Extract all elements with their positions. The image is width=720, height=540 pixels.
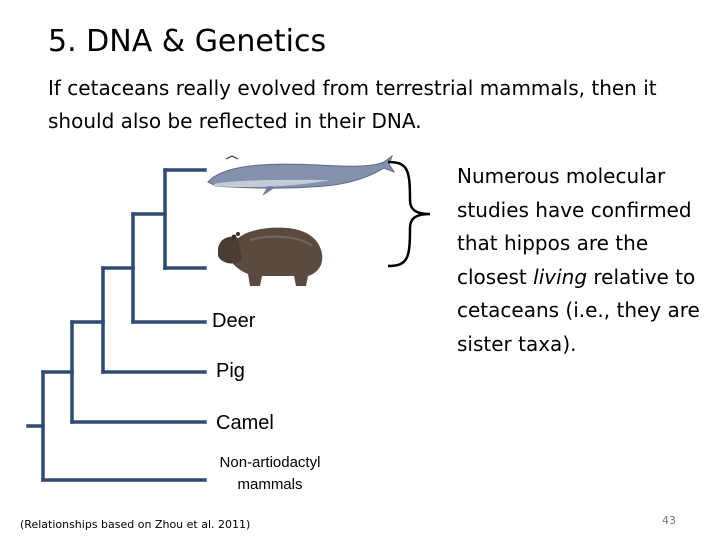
page-number: 43 — [662, 514, 676, 527]
whale-image — [207, 154, 396, 196]
citation: (Relationships based on Zhou et al. 2011… — [20, 518, 251, 531]
taxon-label-camel: Camel — [216, 412, 274, 434]
taxon-label-pig: Pig — [216, 360, 245, 382]
taxon-label-outgroup: Non-artiodactyl mammals — [200, 452, 340, 496]
slide-subtitle: If cetaceans really evolved from terrest… — [48, 76, 657, 133]
tree-branches — [26, 168, 207, 482]
taxon-label-deer: Deer — [212, 310, 256, 332]
slide-title: 5. DNA & Genetics — [48, 24, 327, 59]
callout-emphasis: living — [533, 264, 588, 289]
hippo-image — [218, 227, 323, 286]
callout-text: Numerous molecular studies have confirme… — [457, 160, 712, 361]
sister-taxa-bracket — [387, 160, 431, 268]
taxon-label-outgroup-line2: mammals — [237, 476, 303, 493]
callout-text-part1: Numerous molecular studies have confirme… — [457, 164, 692, 289]
taxon-label-outgroup-line1: Non-artiodactyl — [219, 454, 321, 471]
callout-text-part2: relative to cetaceans (i.e., they are si… — [457, 264, 700, 356]
